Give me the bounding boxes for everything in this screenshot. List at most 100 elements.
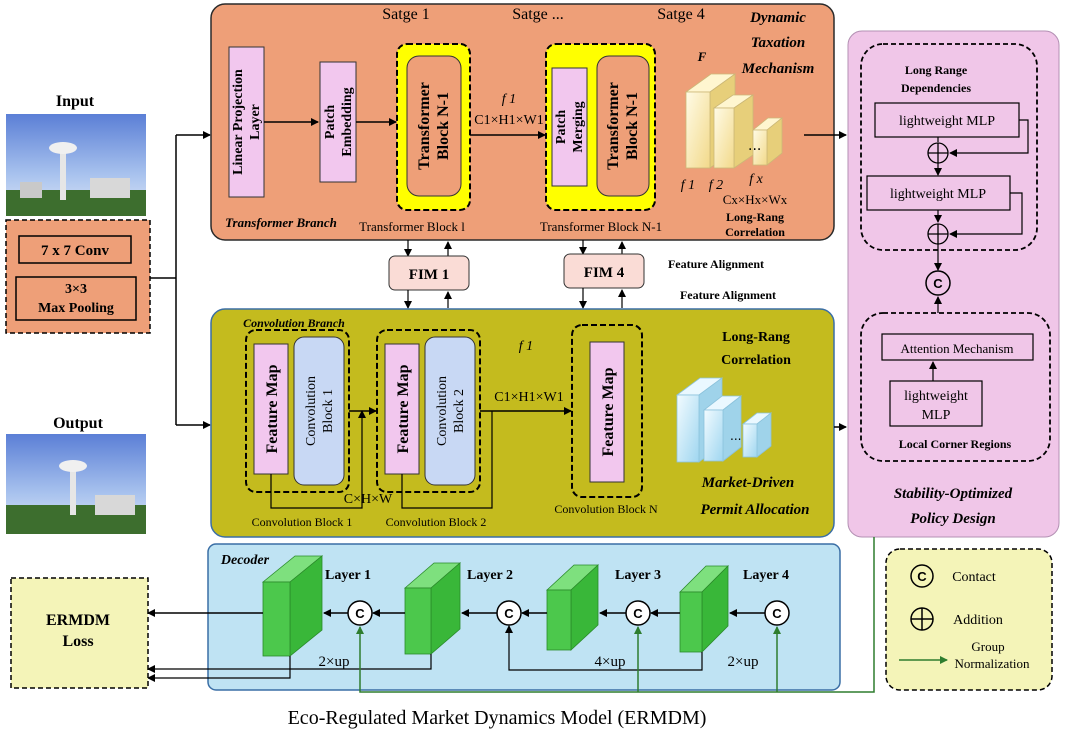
figure-caption: Eco-Regulated Market Dynamics Model (ERM… — [288, 707, 707, 729]
decoder-panel — [207, 543, 841, 691]
linear-projection-layer — [228, 46, 265, 198]
convolution-block-2 — [424, 336, 476, 486]
convolution-block-2-line1: Convolution — [435, 376, 450, 446]
conv-block-n-group — [571, 324, 643, 498]
conv-title-1: Market-Driven — [701, 475, 795, 491]
transformer-block-l-line1: Transformer — [416, 82, 433, 170]
feature-alignment-2: Feature Alignment — [680, 288, 776, 302]
attention-mechanism-box — [881, 333, 1034, 361]
decoder-concat-3: C — [625, 600, 651, 626]
conv-chw-label: C×H×W — [344, 492, 393, 507]
patch-embedding-line1: Patch — [323, 105, 338, 139]
feature-label-f2: f 2 — [709, 178, 723, 193]
conv-block-2-group — [376, 329, 481, 493]
local-corner-group — [860, 312, 1051, 462]
conv-7x7-box — [18, 235, 132, 264]
lightweight-mlp-2-label: lightweight MLP — [890, 187, 986, 202]
fim-1-label: FIM 1 — [409, 267, 449, 283]
local-corner-label: Local Corner Regions — [899, 437, 1012, 451]
lightweight-mlp-1-label: lightweight MLP — [899, 114, 995, 129]
svg-text:C: C — [917, 569, 927, 584]
stability-panel — [847, 30, 1060, 538]
svg-text:C: C — [633, 606, 643, 621]
transformer-block-l-line2: Block N-1 — [435, 92, 452, 160]
feature-label-f1: f 1 — [681, 178, 695, 193]
concat-op — [925, 270, 951, 296]
ermdm-loss-box — [10, 577, 149, 689]
patch-merging-line2: Merging — [571, 101, 586, 152]
conv-f1-symbol: f 1 — [519, 339, 533, 354]
lightweight-mlp-3-line2: MLP — [922, 408, 951, 423]
feature-fx-dims: Cx×Hx×Wx — [723, 192, 788, 207]
feature-map-n-label: Feature Map — [600, 367, 617, 456]
transformer-block-l-inner — [406, 55, 462, 197]
transformer-title-2: Taxation — [751, 35, 805, 51]
transformer-corr-line1: Long-Rang — [726, 210, 784, 224]
up-label-3: 2×up — [728, 654, 759, 670]
convolution-feature-cubes: ... — [675, 377, 773, 463]
input-image — [6, 114, 146, 216]
decoder-layer-1-label: Layer 1 — [325, 568, 371, 583]
decoder-layer-1-block — [261, 555, 324, 657]
svg-text:...: ... — [748, 138, 761, 154]
feature-label-fx: f x — [749, 172, 763, 187]
conv-block-1-group — [245, 329, 350, 493]
conv-7x7-label: 7 x 7 Conv — [41, 243, 109, 259]
up-label-2: 4×up — [595, 654, 626, 670]
decoder-layer-2-label: Layer 2 — [467, 568, 513, 583]
convolution-block-1-line1: Convolution — [304, 376, 319, 446]
conv-f1-dims: C1×H1×W1 — [494, 390, 563, 405]
transformer-title-3: Mechanism — [741, 61, 815, 77]
transformer-f1-symbol: f 1 — [502, 92, 516, 107]
transformer-feature-cubes: ... — [684, 73, 784, 169]
transformer-block-n1-line1: Transformer — [605, 82, 622, 170]
legend-addition-icon — [910, 607, 934, 631]
legend-group-line1: Group — [971, 639, 1004, 654]
svg-text:C: C — [355, 606, 365, 621]
lightweight-mlp-3 — [889, 380, 983, 427]
decoder-concat-1: C — [347, 600, 373, 626]
feature-map-2-label: Feature Map — [395, 364, 412, 453]
feature-map-1 — [253, 343, 289, 475]
patch-merging-block — [551, 67, 588, 187]
svg-text:C: C — [933, 276, 943, 291]
legend-contact-icon: C — [910, 564, 934, 588]
linear-projection-line2: Layer — [248, 104, 263, 140]
stability-title-2: Policy Design — [910, 511, 995, 527]
decoder-concat-4: C — [764, 600, 790, 626]
max-pool-label: Max Pooling — [38, 301, 114, 316]
fim-4-label: FIM 4 — [584, 265, 625, 281]
legend-box — [885, 548, 1053, 691]
transformer-block-n1-inner — [596, 55, 650, 197]
conv-block-2-caption: Convolution Block 2 — [386, 515, 487, 529]
max-pool-box — [15, 276, 137, 321]
patch-embedding-line2: Embedding — [340, 87, 355, 156]
conv-block-1-caption: Convolution Block 1 — [252, 515, 353, 529]
fim-4-box — [563, 253, 645, 289]
legend-contact-label: Contact — [952, 570, 996, 585]
convolution-branch-panel — [210, 308, 835, 538]
transformer-branch-panel — [210, 3, 835, 241]
loss-line1: ERMDM — [46, 612, 110, 629]
stage-1-label: Satge 1 — [382, 6, 430, 23]
conv-corr-line2: Correlation — [721, 353, 791, 368]
decoder-layer-2-block — [403, 562, 462, 655]
up-label-1: 2×up — [319, 654, 350, 670]
feature-F-label: F — [697, 49, 707, 64]
svg-text:C: C — [772, 606, 782, 621]
max-pool-size: 3×3 — [65, 282, 87, 297]
legend-group-line2: Normalization — [954, 656, 1030, 671]
convolution-block-1-line2: Block 1 — [321, 389, 336, 433]
feature-map-n — [589, 341, 625, 483]
lightweight-mlp-3-line1: lightweight — [904, 389, 968, 404]
convolution-branch-label: Convolution Branch — [243, 316, 345, 330]
stage-4-label: Satge 4 — [657, 6, 705, 23]
decoder-layer-4-label: Layer 4 — [743, 568, 789, 583]
fim-1-box — [388, 255, 470, 291]
feature-map-2 — [384, 343, 420, 475]
long-range-line1: Long Range — [905, 63, 968, 77]
decoder-layer-4-block — [679, 565, 729, 653]
conv-block-n-caption: Convolution Block N — [554, 502, 658, 516]
convolution-block-2-line2: Block 2 — [452, 389, 467, 433]
